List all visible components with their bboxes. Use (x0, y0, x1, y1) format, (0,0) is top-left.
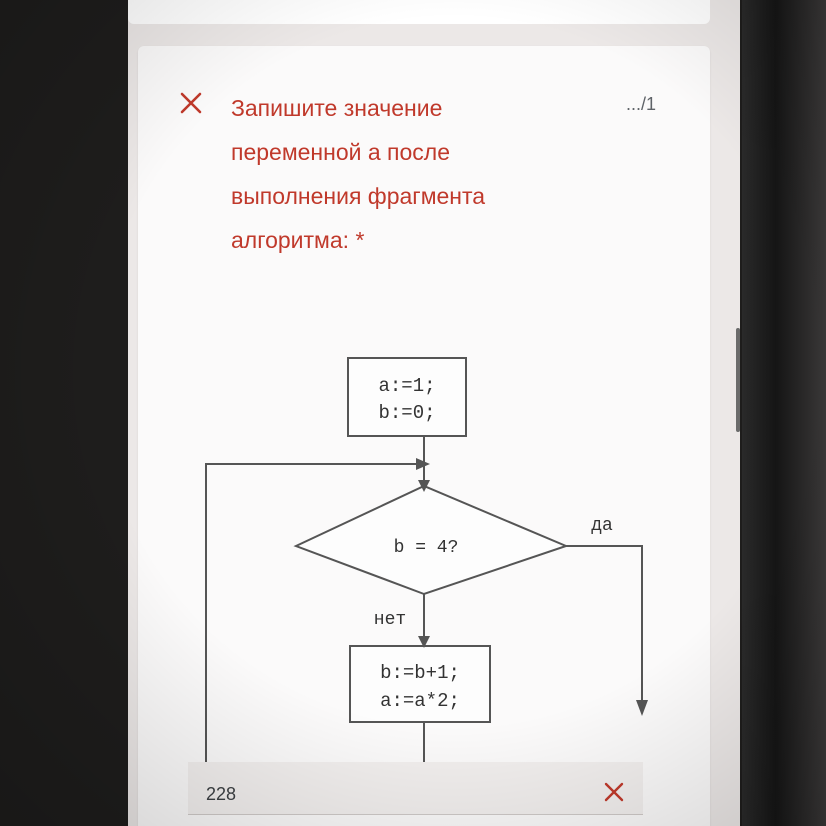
form-screen: Запишите значение переменной а после вып… (128, 0, 740, 826)
condition-text: b = 4? (394, 538, 459, 558)
question-card: Запишите значение переменной а после вып… (138, 46, 740, 826)
loop-line-2: a:=a*2; (380, 690, 460, 712)
answer-field[interactable]: 228 (188, 762, 643, 815)
scrollbar[interactable] (736, 328, 740, 432)
no-label: нет (374, 610, 406, 630)
arrow-into-loop-block (418, 636, 430, 648)
question-text: Запишите значение переменной а после вып… (231, 86, 591, 262)
yes-branch-line (566, 545, 643, 700)
init-block (347, 357, 467, 437)
arrow-into-decision (418, 480, 430, 492)
flowchart-image: a:=1; b:=0; b = 4? да нет b:=b+1; a:=a*2… (205, 357, 648, 773)
question-line-4: алгоритма: * (231, 227, 365, 253)
phone-bezel (742, 0, 826, 826)
loop-block (349, 645, 491, 723)
loop-line-1: b:=b+1; (380, 662, 460, 684)
question-score: .../1 (626, 94, 657, 114)
question-line-3: выполнения фрагмента (231, 183, 486, 209)
yes-label: да (591, 516, 613, 536)
close-icon (604, 782, 624, 802)
question-line-2: переменной а после (231, 139, 451, 165)
question-line-1: Запишите значение (231, 95, 443, 121)
wrong-x-icon (180, 92, 202, 114)
init-line-1: a:=1; (378, 375, 435, 397)
answer-value: 228 (206, 784, 237, 804)
arrow-into-merge (416, 458, 430, 470)
arrow-yes-exit (636, 700, 648, 716)
init-line-2: b:=0; (378, 402, 435, 424)
previous-question-card (128, 0, 710, 24)
